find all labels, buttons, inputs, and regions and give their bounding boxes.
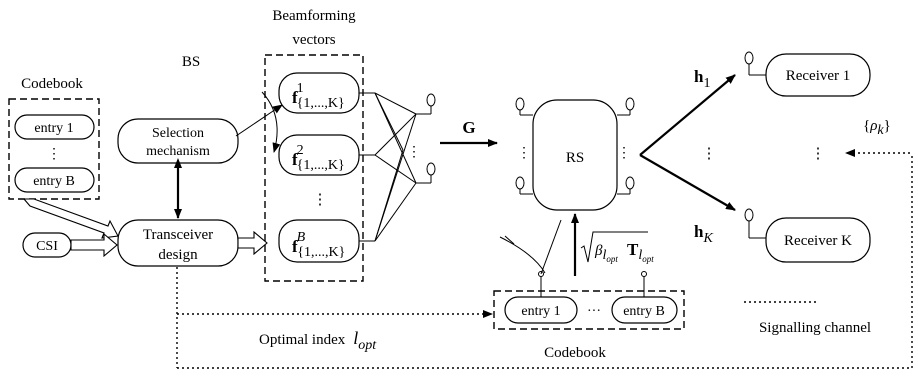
entry-b-tap-pin bbox=[641, 271, 647, 277]
left-codebook-entry-1-label: entry 1 bbox=[34, 121, 73, 136]
selection-to-beamforming-line bbox=[235, 104, 283, 137]
beamforming-vectors-title-line1: Beamforming bbox=[272, 8, 356, 24]
rs-left-antennas bbox=[515, 97, 533, 195]
transceiver-design-label-line1: Transceiver bbox=[143, 227, 213, 243]
rs-box bbox=[532, 99, 618, 211]
rs-to-receiver1-arrow bbox=[639, 74, 736, 156]
receiver-k-antenna bbox=[744, 208, 766, 239]
beamforming-vdots: ⋮ bbox=[313, 192, 328, 208]
transceiver-design-label-line2: design bbox=[158, 247, 198, 263]
beamforming-vector-1-label: f1{1,...,K} bbox=[292, 81, 345, 111]
bottom-codebook-entry-b-label: entry B bbox=[623, 304, 665, 319]
bs-antenna-hdots: ⋮ bbox=[407, 145, 421, 160]
signalling-channel-label: Signalling channel bbox=[759, 320, 871, 336]
left-codebook-entry-b bbox=[14, 167, 95, 193]
selection-switch-arc bbox=[261, 91, 281, 153]
codebook-to-transceiver-arrow bbox=[22, 198, 119, 239]
bs-label: BS bbox=[182, 54, 200, 70]
left-codebook-entry-b-label: entry B bbox=[33, 174, 75, 189]
csi-to-transceiver-arrow bbox=[70, 232, 118, 258]
bottom-codebook-entry-1-label: entry 1 bbox=[521, 304, 560, 319]
left-codebook-title: Codebook bbox=[21, 76, 83, 92]
beamforming-vector-2-label: f2{1,...,K} bbox=[292, 143, 345, 173]
left-codebook-frame bbox=[8, 98, 100, 200]
scaled-codeword-label: βlopt Tlopt bbox=[580, 231, 654, 264]
receiver-1-box bbox=[765, 53, 871, 97]
bottom-codebook-frame bbox=[493, 290, 685, 330]
receiver-k-box bbox=[765, 217, 871, 263]
rs-right-antennas bbox=[617, 97, 635, 195]
rho-k-label: {ρk} bbox=[863, 118, 891, 138]
receiver-k-label: Receiver K bbox=[784, 233, 852, 249]
receiver-1-label: Receiver 1 bbox=[786, 68, 851, 84]
receivers-vdots-right: ⋮ bbox=[811, 146, 826, 162]
beamforming-vector-b-label: fB{1,...,K} bbox=[292, 230, 345, 260]
selection-mechanism-label-line2: mechanism bbox=[146, 144, 210, 159]
channel-hk-label: hK bbox=[694, 222, 713, 246]
codebook-switch-dash bbox=[504, 235, 515, 245]
bs-precoding-mesh bbox=[359, 92, 417, 242]
beamforming-vectors-frame bbox=[264, 54, 364, 282]
svg-text:βlopt: βlopt bbox=[594, 243, 618, 264]
receiver-1-antenna bbox=[744, 51, 766, 76]
left-codebook-entry-1 bbox=[14, 114, 95, 140]
selection-mechanism-label-line1: Selection bbox=[152, 126, 204, 141]
channel-g-label: G bbox=[462, 118, 475, 137]
rs-right-vdots: ⋮ bbox=[617, 146, 631, 161]
left-codebook-vdots: ⋮ bbox=[47, 147, 61, 162]
beamforming-vectors-title-line2: vectors bbox=[292, 32, 335, 48]
receivers-vdots-left: ⋮ bbox=[702, 146, 717, 162]
rs-label: RS bbox=[566, 150, 584, 166]
rs-left-vdots: ⋮ bbox=[517, 146, 531, 161]
bs-antenna-2 bbox=[416, 162, 436, 184]
transceiver-to-beamforming-arrow bbox=[237, 230, 268, 256]
channel-h1-label: h1 bbox=[694, 67, 710, 91]
svg-text:Tlopt: Tlopt bbox=[627, 240, 654, 264]
bottom-codebook-dots: ··· bbox=[587, 304, 601, 319]
switch-to-rs-line bbox=[540, 219, 562, 275]
bottom-codebook-title: Codebook bbox=[544, 345, 606, 361]
bs-antenna-1 bbox=[416, 93, 436, 115]
codebook-switch-arc bbox=[499, 236, 546, 274]
csi-label: CSI bbox=[36, 239, 58, 254]
rs-to-receiverk-arrow bbox=[639, 154, 736, 211]
